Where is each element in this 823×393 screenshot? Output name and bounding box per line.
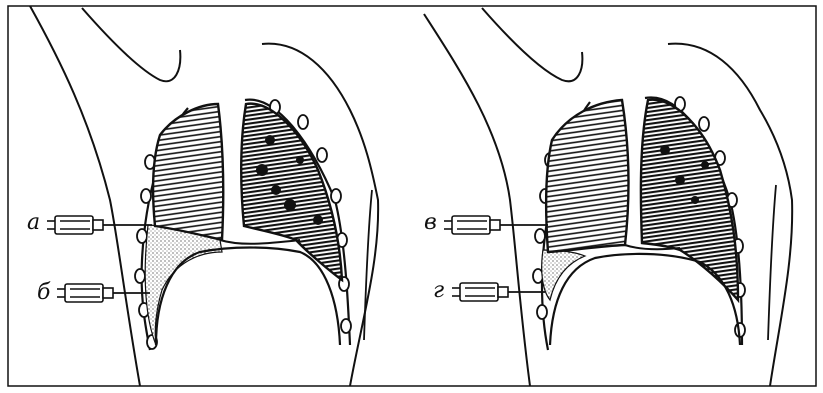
left-lung-a [153,104,223,240]
left-diaphragm [156,248,340,346]
right-lung-a [546,100,628,252]
syringe-a [47,216,152,234]
right-lung-b [641,100,738,300]
left-arm-contour [364,190,372,340]
marker-label-g: г [433,280,444,302]
left-mediastinum [220,240,300,244]
panel-right [424,8,792,386]
left-chin-contour [82,8,180,81]
marker-label-v: в [424,212,437,234]
syringe-g [452,283,545,301]
syringe-b [57,284,150,302]
left-lung-b [241,104,342,280]
right-effusion [542,250,585,300]
left-body-contour [30,6,140,386]
syringe-v [444,216,548,234]
marker-label-a: а [27,212,40,234]
panel-left [30,6,378,386]
marker-label-b: б [37,282,50,304]
right-arm-contour [768,185,776,340]
right-chin-contour [482,8,582,81]
right-body-contour [424,14,530,386]
